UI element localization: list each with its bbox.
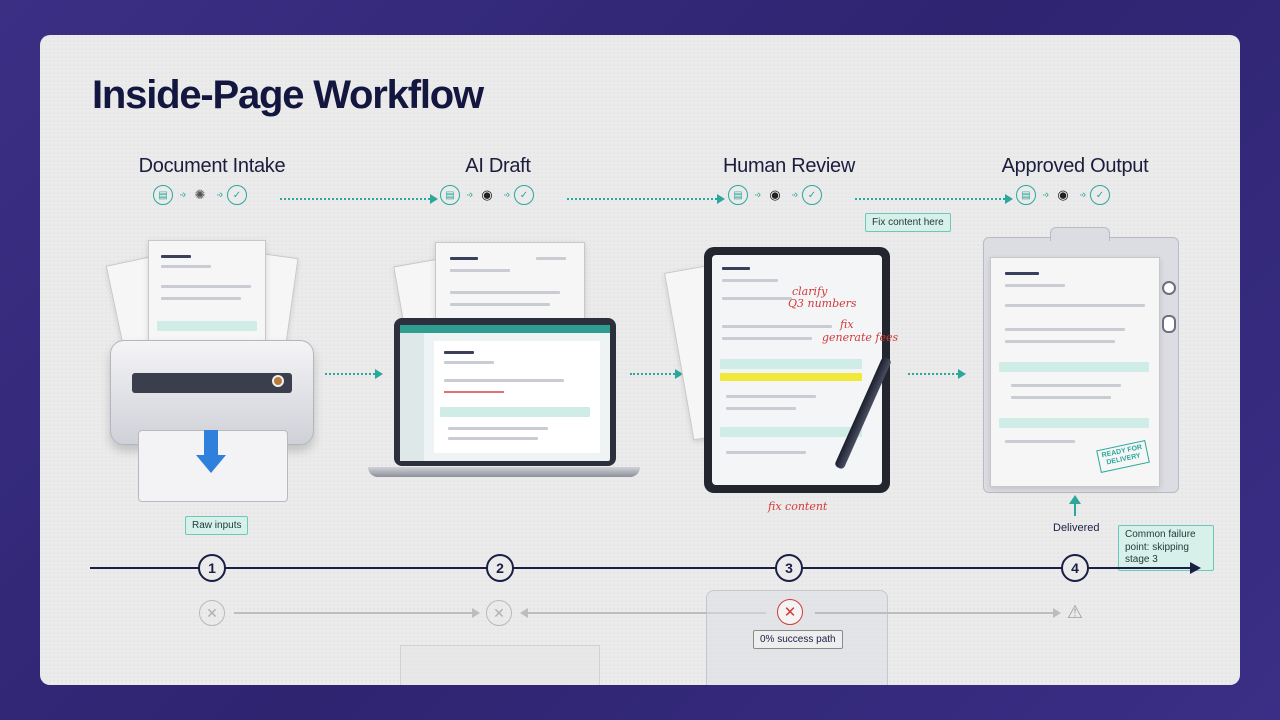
stage-title-human-review: Human Review	[722, 155, 855, 177]
scribble: generate fees	[822, 331, 899, 344]
failure-path-line	[815, 612, 1053, 614]
connector-arrow	[1005, 194, 1013, 204]
timeline-node-1: 1	[198, 554, 226, 582]
failure-path-arrow	[472, 608, 480, 618]
connector	[855, 198, 1005, 200]
delivered-arrow-line	[1074, 500, 1076, 516]
stage-title-ai-draft: AI Draft	[465, 155, 531, 177]
note-raw-inputs: Raw inputs	[185, 516, 249, 535]
check-icon: ✓	[802, 185, 822, 205]
flow-connector	[325, 373, 375, 375]
scribble: fix	[840, 318, 854, 331]
timeline-node-2: 2	[486, 554, 514, 582]
scribble: clarify	[792, 285, 828, 298]
connector	[567, 198, 717, 200]
page-title: Inside-Page Workflow	[92, 73, 484, 117]
eye-icon: ◉	[1057, 187, 1069, 202]
stage-title-approved-output: Approved Output	[1001, 155, 1149, 177]
failure-path-arrow	[1053, 608, 1061, 618]
check-icon: ✓	[227, 185, 247, 205]
ghost-paper	[400, 645, 600, 685]
document-icon: ▤	[728, 185, 748, 205]
eye-icon: ◉	[481, 187, 493, 202]
timeline-arrowhead	[1190, 562, 1201, 574]
warning-icon: ⚠	[1066, 601, 1084, 622]
stage-icons-approved: ▤··› ◉··› ✓	[1016, 185, 1110, 205]
skip-x-icon: ✕	[199, 600, 225, 626]
document-icon: ▤	[1016, 185, 1036, 205]
document-icon: ▤	[440, 185, 460, 205]
check-icon: ✓	[514, 185, 534, 205]
stage-icons-human-review: ▤··› ◉··› ✓	[728, 185, 822, 205]
workflow-card: Inside-Page Workflow Document Intake AI …	[40, 35, 1240, 685]
stage-icons-ai-draft: ▤··› ◉··› ✓	[440, 185, 534, 205]
note-fix-content: Fix content here	[865, 213, 951, 232]
failure-path-arrow	[520, 608, 528, 618]
label-delivered: Delivered	[1053, 522, 1100, 534]
eye-icon: ◉	[769, 187, 781, 202]
timeline-node-3: 3	[775, 554, 803, 582]
connector-arrow	[430, 194, 438, 204]
scribble: Q3 numbers	[788, 297, 857, 310]
timeline-node-4: 4	[1061, 554, 1089, 582]
flow-connector	[630, 373, 675, 375]
scribble: fix content	[768, 500, 828, 513]
failure-path-line	[528, 612, 766, 614]
skip-x-icon: ✕	[486, 600, 512, 626]
connector-arrow	[717, 194, 725, 204]
failure-path-line	[234, 612, 472, 614]
stage-icons-intake: ▤··› ✺··› ✓	[153, 185, 247, 205]
flow-arrow	[375, 369, 383, 379]
document-icon: ▤	[153, 185, 173, 205]
flow-arrow	[675, 369, 683, 379]
timeline-axis	[90, 567, 1190, 569]
flow-arrow	[958, 369, 966, 379]
connector	[280, 198, 430, 200]
error-x-icon: ✕	[777, 599, 803, 625]
note-success-path: 0% success path	[753, 630, 843, 649]
flow-connector	[908, 373, 958, 375]
sparkle-icon: ✺	[194, 187, 206, 202]
stage-title-intake: Document Intake	[138, 155, 286, 177]
check-icon: ✓	[1090, 185, 1110, 205]
delivered-arrow-head	[1069, 495, 1081, 504]
